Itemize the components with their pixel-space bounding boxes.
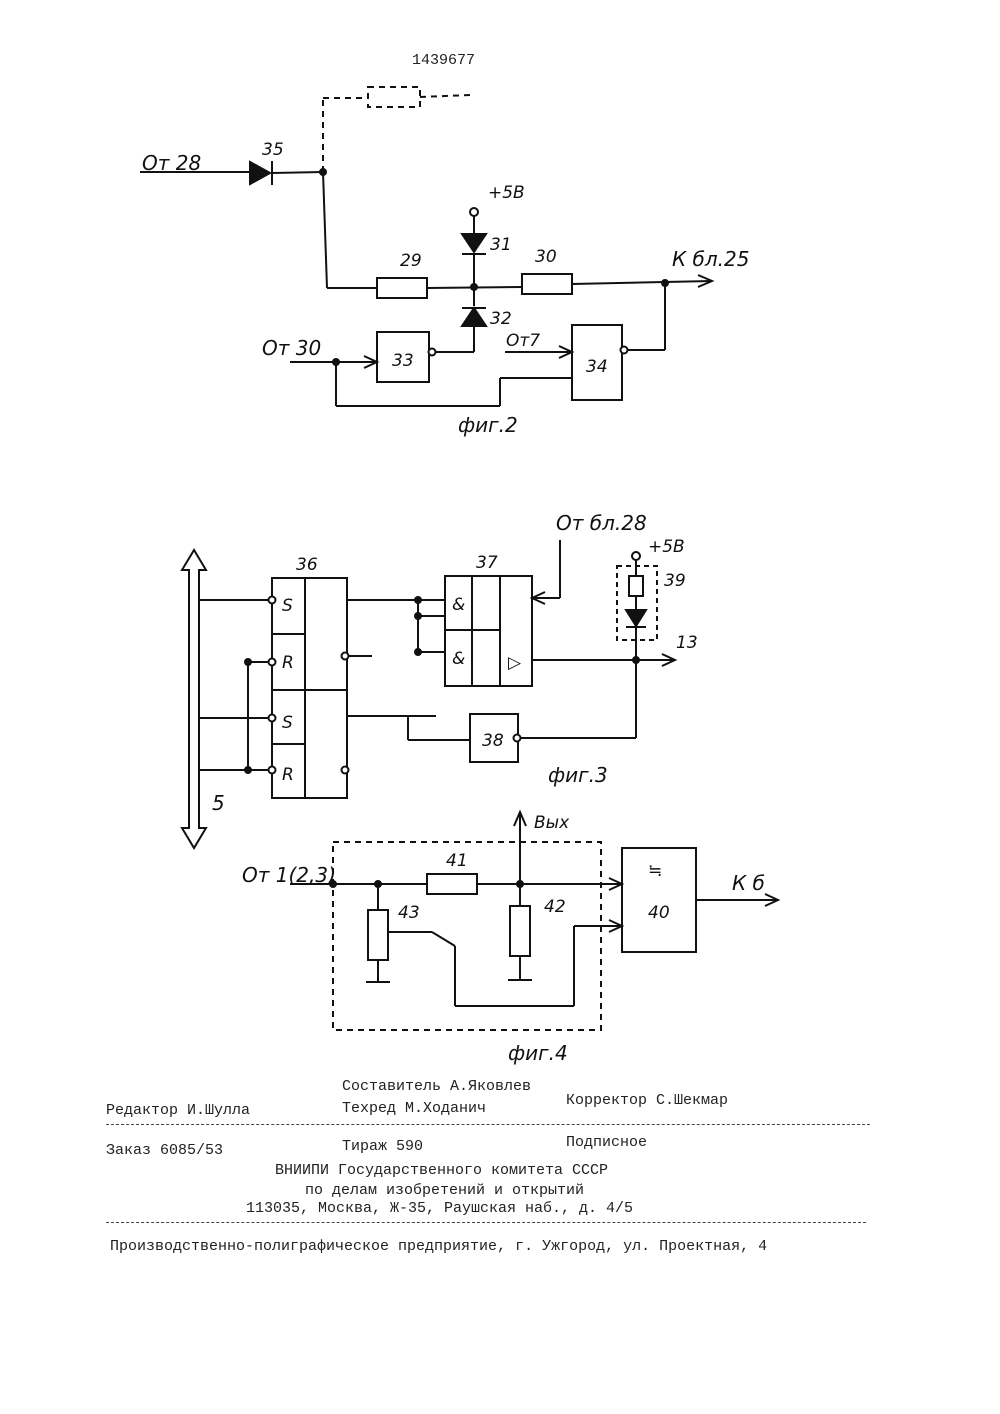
caption-fig4: фиг.4	[508, 1041, 568, 1065]
resistor-30	[522, 274, 572, 294]
and-gate-2: &	[452, 649, 465, 669]
label-43: 43	[398, 903, 420, 923]
org-line-1: ВНИИПИ Государственного комитета СССР	[275, 1162, 608, 1179]
label-from-7: От7	[506, 331, 540, 351]
label-plus5v: +5В	[488, 183, 525, 203]
divider-1	[106, 1124, 870, 1125]
label-plus5v-3: +5В	[648, 537, 685, 557]
editor: Редактор И.Шулла	[106, 1102, 250, 1119]
label-40: 40	[648, 903, 670, 923]
printer: Производственно-полиграфическое предприя…	[110, 1238, 767, 1255]
label-to-25: К бл.25	[672, 247, 749, 271]
label-32: 32	[490, 309, 512, 329]
label-30: 30	[535, 247, 557, 267]
label-out: Вых	[534, 813, 570, 833]
compiler: Составитель А.Яковлев	[342, 1078, 531, 1095]
label-34: 34	[586, 357, 608, 377]
label-from-30: От 30	[262, 336, 321, 360]
label-from-bl28: От бл.28	[556, 511, 647, 535]
diode-31-icon	[462, 234, 486, 252]
label-13: 13	[676, 633, 698, 653]
input-r1: R	[282, 653, 294, 673]
label-to-6: К б	[732, 871, 765, 895]
input-r2: R	[282, 765, 294, 785]
label-31: 31	[490, 235, 512, 255]
address: 113035, Москва, Ж-35, Раушская наб., д. …	[246, 1200, 633, 1217]
label-from-28: От 28	[142, 151, 201, 175]
label-from-1: От 1(2,3)	[242, 863, 336, 887]
techred: Техред М.Ходанич	[342, 1100, 486, 1117]
label-41: 41	[446, 851, 468, 871]
figure-4: От 1(2,3) Вых 41 42 43 ≒ 40 К б фиг.4	[242, 812, 778, 1065]
figure-3: 36 37 От бл.28 +5В 39 13 38 5 фиг.3 S R …	[182, 511, 698, 848]
label-37: 37	[476, 553, 498, 573]
label-38: 38	[482, 731, 504, 751]
input-s2: S	[282, 713, 293, 733]
tristate-icon: ▷	[508, 653, 522, 673]
diode-39-icon	[626, 610, 646, 626]
and-gate-1: &	[452, 595, 465, 615]
divider-2	[106, 1222, 866, 1223]
label-bus-5: 5	[212, 791, 225, 815]
circulation: Тираж 590	[342, 1138, 423, 1155]
label-35: 35	[262, 140, 284, 160]
org-line-2: по делам изобретений и открытий	[305, 1182, 584, 1199]
patent-number: 1439677	[412, 52, 475, 69]
resistor-41	[427, 874, 477, 894]
input-s1: S	[282, 596, 293, 616]
corrector: Корректор С.Шекмар	[566, 1092, 728, 1109]
bus-arrow-icon	[182, 550, 206, 848]
label-36: 36	[296, 555, 318, 575]
diode-35-icon	[250, 162, 270, 184]
resistor-29	[377, 278, 427, 298]
label-29: 29	[400, 251, 422, 271]
order: Заказ 6085/53	[106, 1142, 223, 1159]
resistor-43	[368, 910, 388, 960]
caption-fig2: фиг.2	[458, 413, 518, 437]
dashed-branch	[323, 87, 470, 172]
figure-2: От 28 35 +5В 31 29 30 К бл.25 32 От 30 3…	[140, 87, 749, 437]
diode-32-icon	[462, 308, 486, 326]
label-33: 33	[392, 351, 414, 371]
label-42: 42	[544, 897, 566, 917]
resistor-42	[510, 906, 530, 956]
label-39: 39	[664, 571, 686, 591]
converter-icon: ≒	[648, 861, 662, 881]
subscription: Подписное	[566, 1134, 647, 1151]
caption-fig3: фиг.3	[548, 763, 608, 787]
